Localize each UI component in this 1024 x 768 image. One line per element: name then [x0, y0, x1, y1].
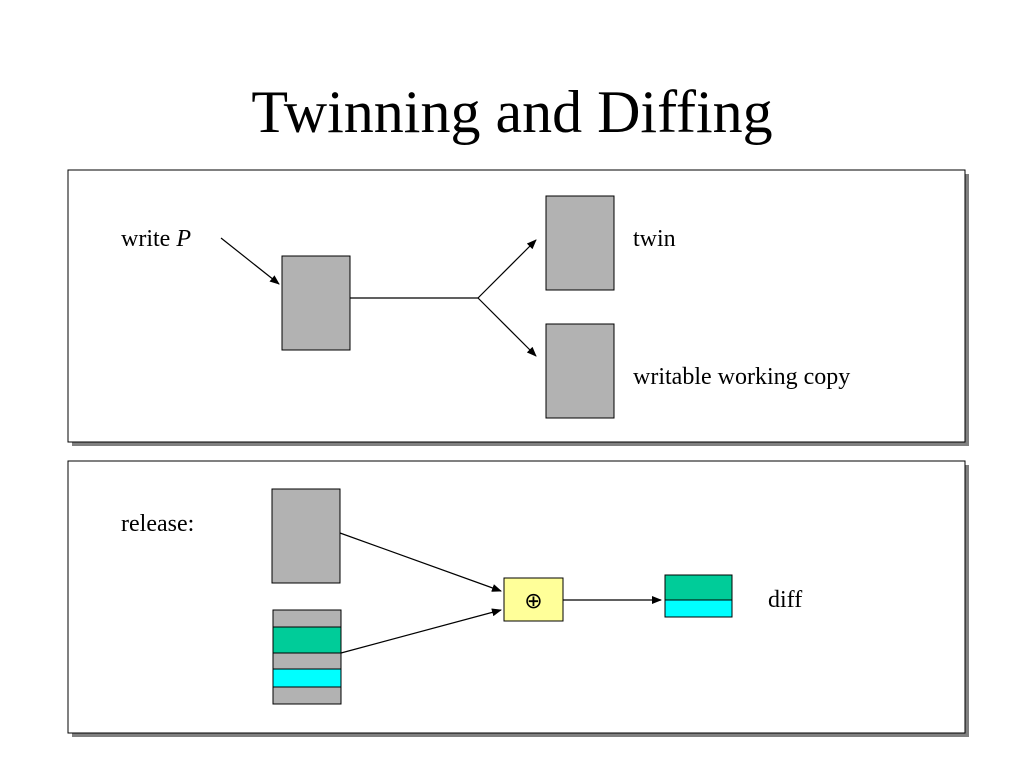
twin-page-copy — [271, 488, 341, 584]
twin-arrow — [477, 239, 537, 299]
page-p — [281, 255, 351, 351]
panel-write: write P twin writable working copy — [67, 169, 969, 446]
panel-write-frame — [67, 169, 966, 443]
twin-page — [545, 195, 615, 291]
write-label-text: write — [121, 226, 176, 252]
diff-region-cyan — [664, 599, 733, 618]
modified-page — [272, 609, 342, 705]
xor-operator: ⊕ — [524, 589, 542, 614]
twin-label: twin — [633, 226, 676, 252]
modified-page-body — [272, 609, 342, 705]
working-copy-label: writable working copy — [633, 364, 850, 390]
modified-to-compare-arrow — [340, 608, 502, 654]
write-arrow — [220, 237, 280, 285]
panel-release: release: ⊕ diff — [67, 460, 969, 737]
write-label: write P — [121, 226, 191, 252]
twin-to-compare-arrow — [339, 532, 502, 592]
modified-region-cyan — [272, 668, 342, 688]
diff-region-teal — [664, 574, 733, 601]
working-copy-arrow — [477, 297, 537, 357]
diff-label: diff — [768, 587, 802, 613]
slide-title: Twinning and Diffing — [251, 79, 773, 145]
write-label-variable: P — [175, 226, 191, 252]
working-copy-page — [545, 323, 615, 419]
modified-region-teal — [272, 626, 342, 654]
release-label: release: — [121, 511, 194, 537]
diff-record — [664, 574, 733, 618]
